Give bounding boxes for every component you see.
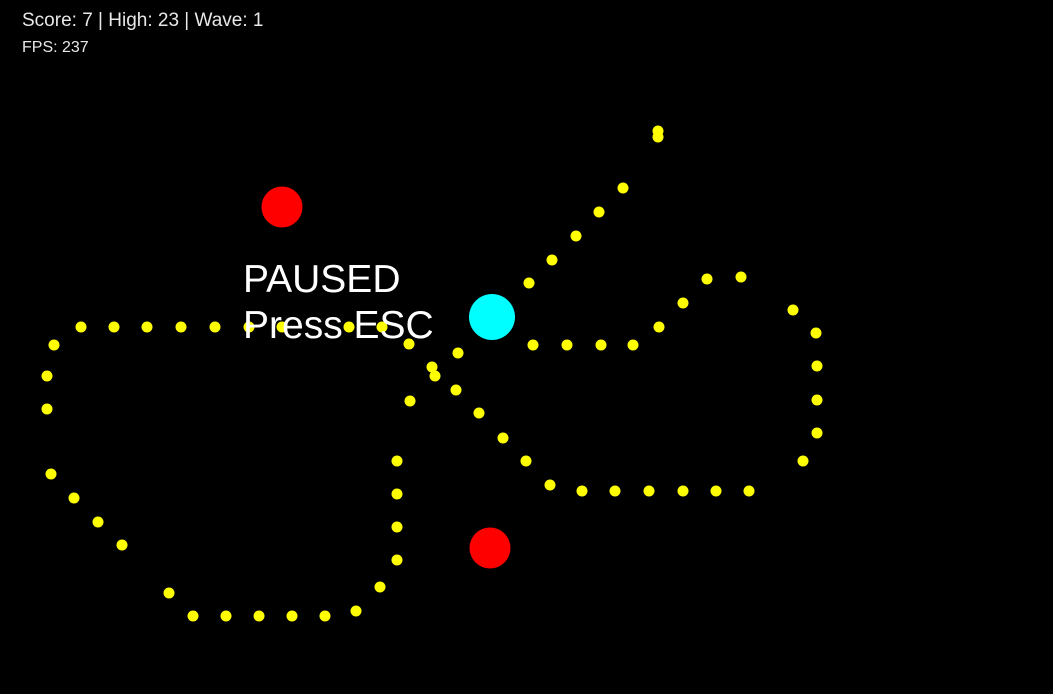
pellet <box>391 521 403 533</box>
pellet <box>595 339 607 351</box>
pellet <box>45 468 57 480</box>
pellet <box>643 485 655 497</box>
pellet <box>701 273 713 285</box>
pellet <box>253 610 265 622</box>
pellet <box>677 297 689 309</box>
pellet <box>175 321 187 333</box>
player <box>469 294 515 340</box>
pellet <box>343 321 355 333</box>
pellet <box>92 516 104 528</box>
pellet <box>220 610 232 622</box>
pellet <box>527 339 539 351</box>
pellet <box>68 492 80 504</box>
pellet <box>116 539 128 551</box>
pellet <box>391 554 403 566</box>
score-readout: Score: 7 | High: 23 | Wave: 1 <box>22 10 264 31</box>
pellet <box>243 321 255 333</box>
pellet <box>426 361 438 373</box>
pellet <box>41 403 53 415</box>
pellet <box>677 485 689 497</box>
pellet <box>561 339 573 351</box>
pellet <box>374 581 386 593</box>
pellet <box>570 230 582 242</box>
pellet <box>735 271 747 283</box>
pellet <box>404 395 416 407</box>
pellet <box>743 485 755 497</box>
pellet <box>546 254 558 266</box>
pellet <box>497 432 509 444</box>
pellet <box>544 479 556 491</box>
pellet <box>108 321 120 333</box>
pellet <box>391 488 403 500</box>
pellet <box>576 485 588 497</box>
pellet <box>520 455 532 467</box>
pellet <box>319 610 331 622</box>
pellet <box>652 131 664 143</box>
fps-readout: FPS: 237 <box>22 39 89 56</box>
pellet <box>163 587 175 599</box>
pellet <box>141 321 153 333</box>
pellet <box>403 338 415 350</box>
pellet <box>811 394 823 406</box>
pellet <box>593 206 605 218</box>
pellet <box>376 321 388 333</box>
pellet <box>350 605 362 617</box>
enemy <box>261 186 303 228</box>
pellet <box>473 407 485 419</box>
pellet <box>811 427 823 439</box>
pellet <box>609 485 621 497</box>
pellet <box>653 321 665 333</box>
pellet <box>429 370 441 382</box>
paused-title: PAUSED <box>243 258 401 301</box>
pellet <box>787 304 799 316</box>
pellet <box>797 455 809 467</box>
pellet <box>452 347 464 359</box>
pellet <box>41 370 53 382</box>
pellet <box>523 277 535 289</box>
pellet <box>811 360 823 372</box>
pellet <box>276 321 288 333</box>
pellet <box>391 455 403 467</box>
enemy <box>469 527 511 569</box>
pellet <box>75 321 87 333</box>
pellet <box>810 327 822 339</box>
pellet <box>48 339 60 351</box>
pellet <box>627 339 639 351</box>
resume-hint: Press ESC <box>243 304 434 347</box>
pellet <box>617 182 629 194</box>
pellet <box>187 610 199 622</box>
pellet <box>450 384 462 396</box>
pellet <box>710 485 722 497</box>
pellet <box>209 321 221 333</box>
pellet <box>286 610 298 622</box>
